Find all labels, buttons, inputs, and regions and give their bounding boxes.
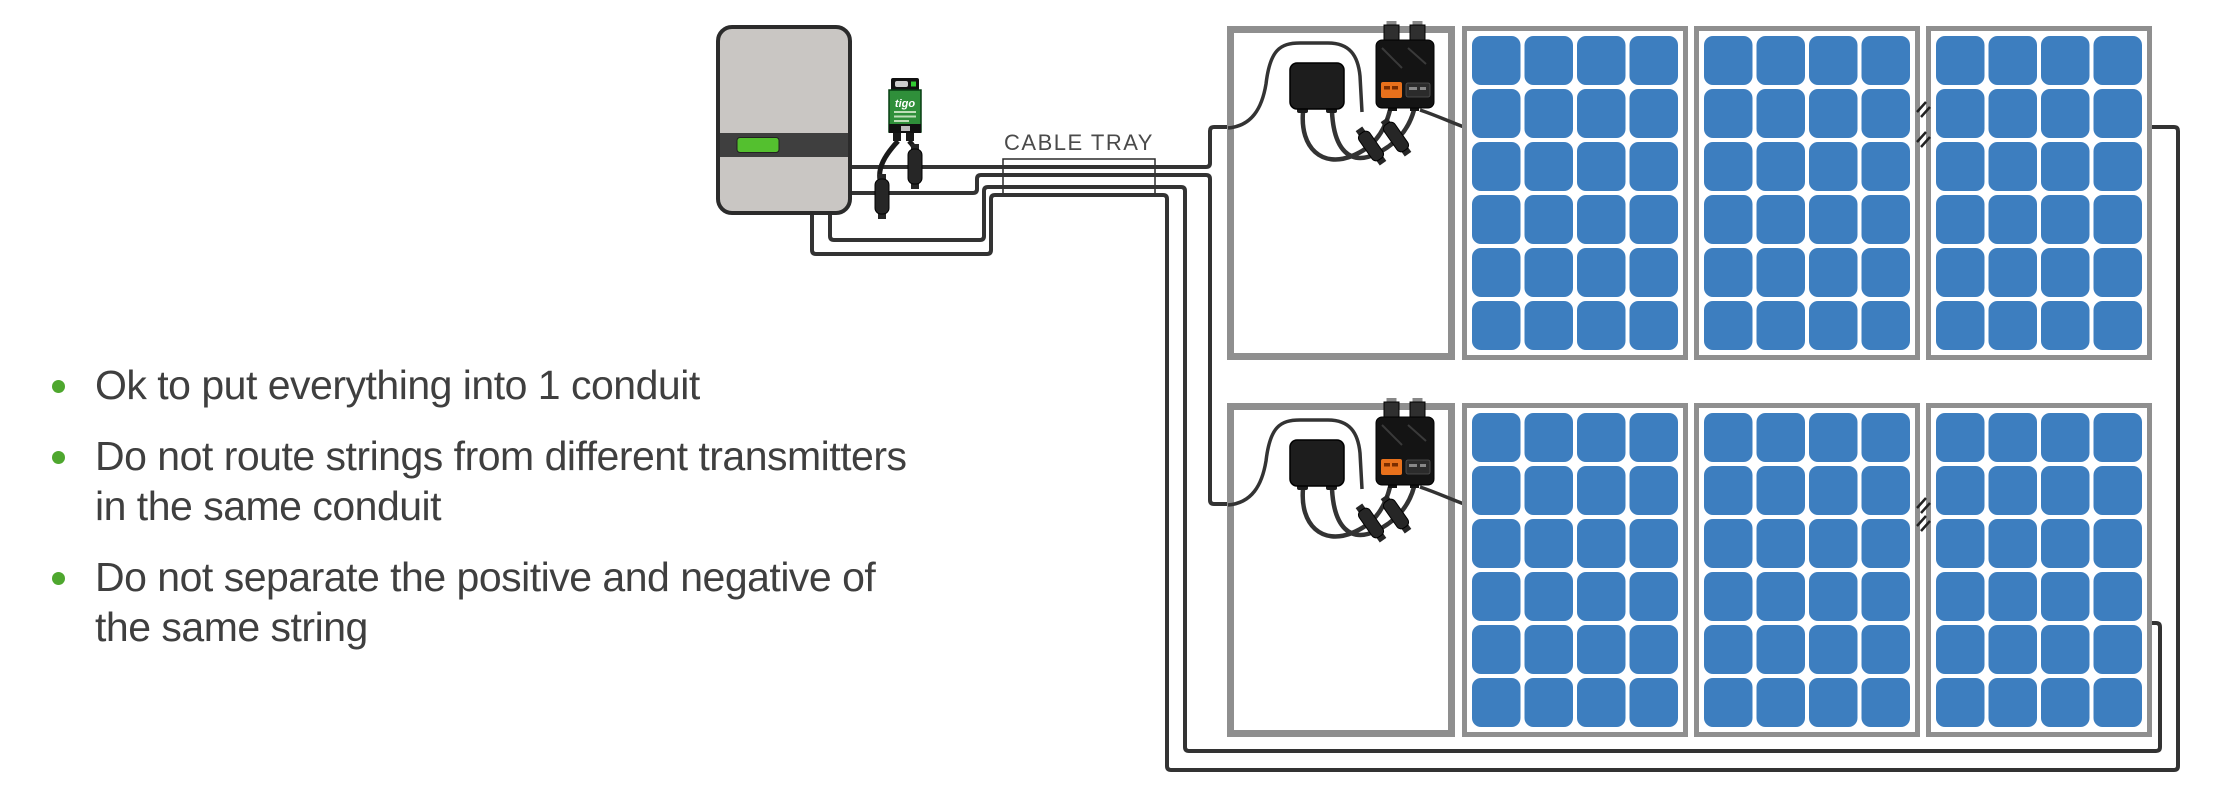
solar-panel bbox=[1697, 29, 1918, 358]
cable-tray bbox=[1002, 158, 1156, 197]
transmitter-brand-label: tigo bbox=[895, 98, 915, 110]
solar-panel bbox=[1697, 406, 1918, 735]
status-led bbox=[736, 137, 780, 153]
bullet-item: Do not route strings from different tran… bbox=[38, 431, 1158, 531]
string-wires bbox=[810, 125, 2180, 772]
break-mark-icon bbox=[1916, 101, 1931, 532]
bullet-line: in the same conduit bbox=[95, 483, 442, 529]
bullet-line: the same string bbox=[95, 604, 368, 650]
wire-string2-positive bbox=[850, 173, 1231, 506]
bullet-item: Ok to put everything into 1 conduit bbox=[38, 360, 1158, 410]
mc4-connector-icon bbox=[874, 144, 923, 219]
cable-tray-label: CABLE TRAY bbox=[1004, 130, 1154, 155]
bullet-list: Ok to put everything into 1 conduit Do n… bbox=[38, 360, 1158, 673]
solar-panel bbox=[1465, 406, 1686, 735]
solar-panel bbox=[1465, 29, 1686, 358]
bullet-line: Ok to put everything into 1 conduit bbox=[95, 362, 700, 408]
bullet-line: Do not route strings from different tran… bbox=[95, 433, 907, 479]
wire-string1-negative bbox=[810, 125, 2180, 772]
inverter bbox=[716, 25, 852, 215]
string-box-row-1 bbox=[1228, 21, 1468, 357]
bullet-dot-icon bbox=[52, 380, 65, 393]
bullet-item: Do not separate the positive and negativ… bbox=[38, 552, 1158, 652]
bullet-dot-icon bbox=[52, 451, 65, 464]
string-box-row-2 bbox=[1228, 398, 1468, 734]
wire-string1-positive bbox=[850, 125, 1231, 169]
bullet-line: Do not separate the positive and negativ… bbox=[95, 554, 876, 600]
inverter-body bbox=[716, 25, 852, 215]
solar-panel bbox=[1929, 29, 2150, 358]
bullet-dot-icon bbox=[52, 572, 65, 585]
wire-string2-negative bbox=[828, 185, 2162, 753]
transmitter: tigo bbox=[874, 78, 923, 219]
solar-panel bbox=[1929, 406, 2150, 735]
